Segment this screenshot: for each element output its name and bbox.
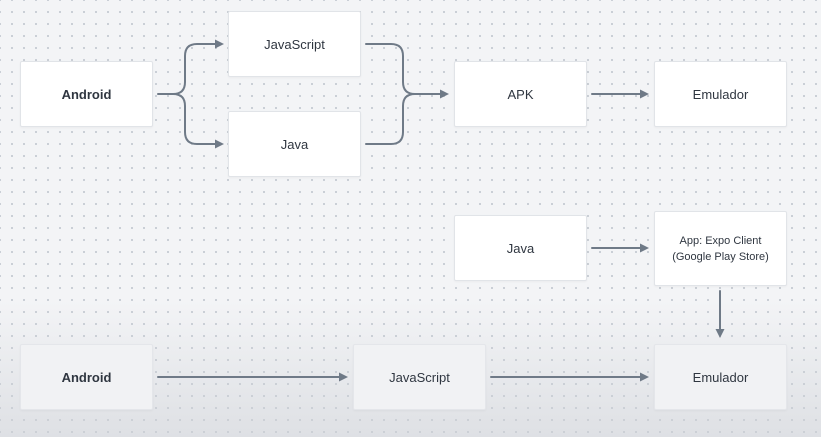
arrowhead-apk (440, 89, 449, 99)
node-java-top: Java (228, 111, 361, 177)
arrow-android-to-javascript (157, 43, 217, 95)
arrowhead-java (215, 139, 224, 149)
arrowhead-emulador-top (640, 89, 649, 99)
node-apk: APK (454, 61, 587, 127)
arrowhead-javascript (215, 39, 224, 49)
node-expo-client: App: Expo Client (Google Play Store) (654, 211, 787, 286)
arrowhead-emulador-bottom (640, 372, 649, 382)
expo-client-line1: App: Expo Client (679, 234, 762, 247)
node-emulador-top: Emulador (654, 61, 787, 127)
node-javascript-top: JavaScript (228, 11, 361, 77)
arrow-javascript-to-apk (365, 43, 442, 95)
arrow-android-to-java (172, 93, 217, 145)
arrow-java-to-apk (365, 93, 416, 145)
node-emulador-bottom: Emulador (654, 344, 787, 410)
node-android-bottom: Android (20, 344, 153, 410)
node-java-mid: Java (454, 215, 587, 281)
arrowhead-javascript-bottom (339, 372, 348, 382)
expo-client-line2: (Google Play Store) (672, 250, 769, 263)
node-android-top: Android (20, 61, 153, 127)
node-javascript-bottom: JavaScript (353, 344, 486, 410)
arrowhead-emulador-bottom-vertical (715, 329, 725, 338)
arrowhead-expo-client (640, 243, 649, 253)
